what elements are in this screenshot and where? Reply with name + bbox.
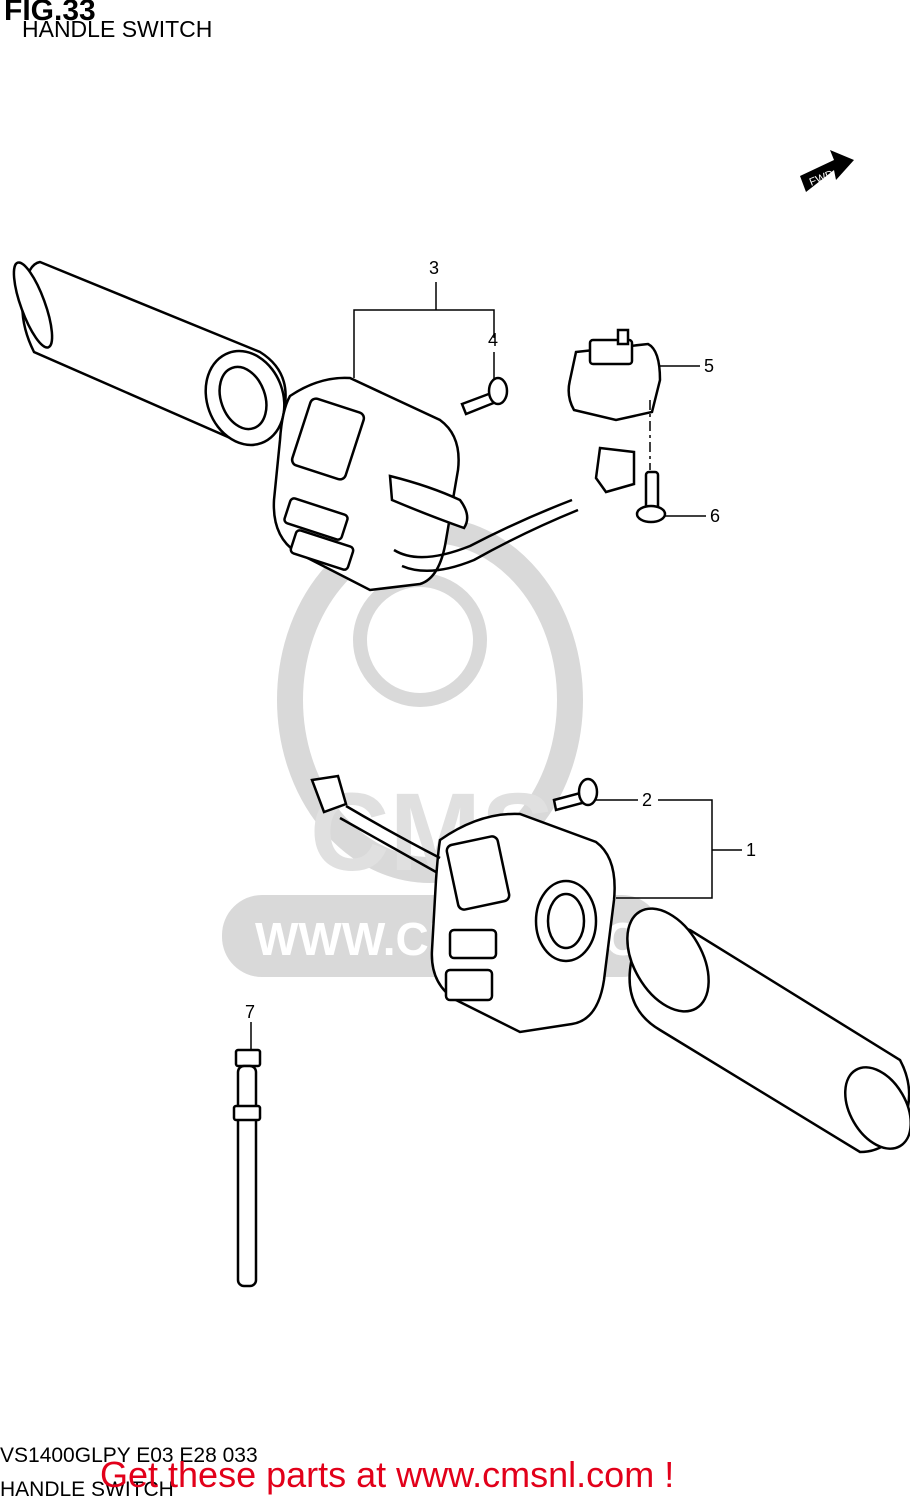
fwd-arrow: FWD — [800, 150, 854, 192]
callout-5: 5 — [704, 356, 714, 376]
left-connector — [594, 446, 636, 494]
cta-link[interactable]: Get these parts at www.cmsnl.com ! — [100, 1454, 675, 1495]
screw-part-4 — [460, 376, 509, 416]
right-grip — [626, 907, 910, 1154]
left-grip — [12, 260, 287, 447]
callout-4: 4 — [488, 330, 498, 350]
screw-part-2 — [552, 777, 599, 812]
watermark-mascot-head — [353, 573, 487, 707]
callout-1: 1 — [746, 840, 756, 860]
callout-7: 7 — [245, 1002, 255, 1022]
leader-3 — [353, 309, 495, 378]
callout-3: 3 — [429, 258, 439, 278]
screw-part-6 — [635, 470, 667, 524]
callout-2: 2 — [642, 790, 652, 810]
figure-subtitle: HANDLE SWITCH — [22, 16, 213, 42]
fwd-arrow-shape — [800, 150, 854, 192]
footer-model-code: VS1400GLPY E03 E28 033 — [0, 1444, 258, 1467]
figure-title: FIG.33 — [4, 0, 96, 27]
left-switch-housing — [272, 376, 579, 592]
callout-6: 6 — [710, 506, 720, 526]
leader-lines — [250, 282, 742, 1050]
leader-1 — [616, 799, 713, 899]
footer-section: HANDLE SWITCH — [0, 1478, 174, 1501]
switch-part-5 — [567, 328, 662, 422]
right-switch-housing — [310, 774, 616, 1034]
cable-tie-part-7 — [232, 1048, 262, 1288]
